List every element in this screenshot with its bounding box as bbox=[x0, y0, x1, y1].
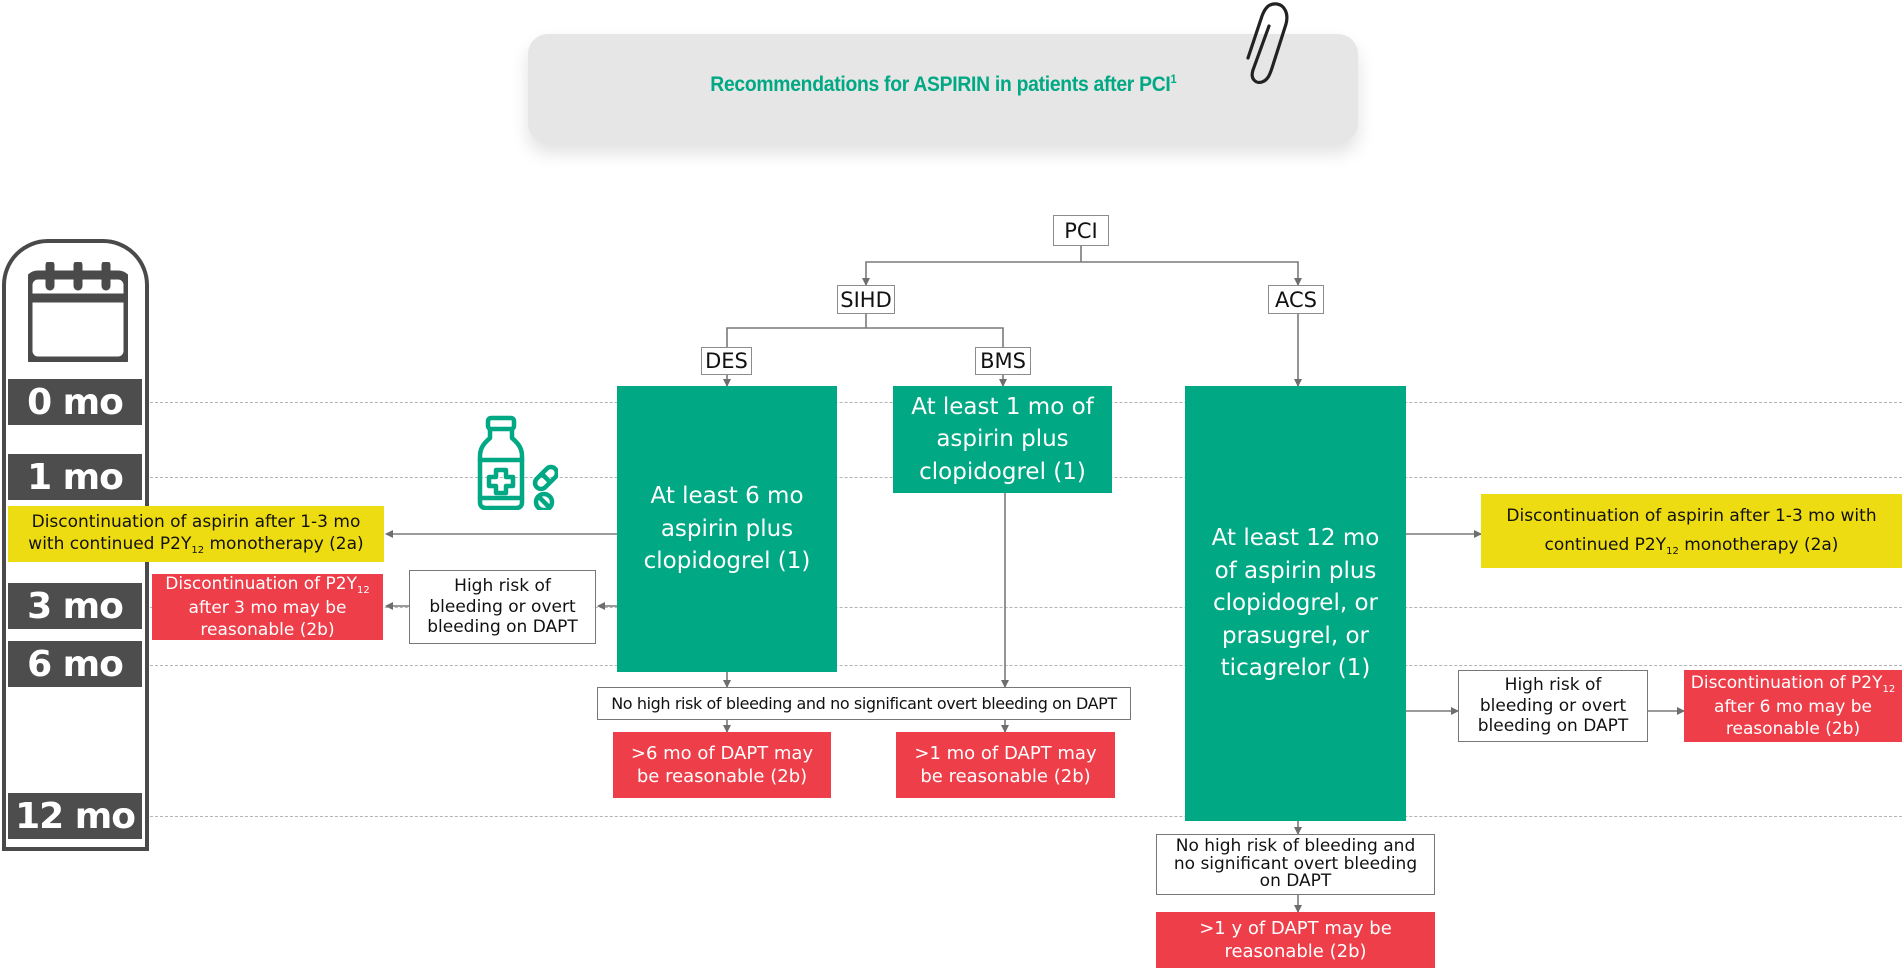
pci-to-acs bbox=[1081, 261, 1302, 286]
des-extended-dapt-text: >6 mo of DAPT may be reasonable (2b) bbox=[630, 742, 814, 787]
des-high-risk-text: High risk of bleeding or overt bleeding … bbox=[427, 576, 578, 638]
des-discontinue-p2y12-text: Discontinuation of P2Y12 after 3 mo may … bbox=[165, 573, 370, 640]
timeline-label-1mo: 1 mo bbox=[8, 454, 142, 500]
acs-extended-dapt-text: >1 y of DAPT may be reasonable (2b) bbox=[1199, 917, 1392, 962]
des-discontinue-aspirin-box: Discontinuation of aspirin after 1-3 mo … bbox=[8, 506, 384, 562]
des-discontinue-p2y12-box: Discontinuation of P2Y12 after 3 mo may … bbox=[152, 574, 383, 640]
calendar-icon bbox=[28, 262, 128, 362]
acs-no-risk-box: No high risk of bleeding and no signific… bbox=[1156, 834, 1435, 895]
sihd-to-des bbox=[726, 327, 866, 347]
guide-line-12mo bbox=[150, 816, 1902, 817]
page-title-text: Recommendations for ASPIRIN in patients … bbox=[709, 73, 1171, 96]
node-des: DES bbox=[701, 347, 752, 375]
acs-therapy-text: At least 12 mo of aspirin plus clopidogr… bbox=[1211, 524, 1380, 682]
des-discontinue-aspirin-text: Discontinuation of aspirin after 1-3 mo … bbox=[28, 511, 364, 557]
bms-therapy-box: At least 1 mo of aspirin plus clopidogre… bbox=[893, 386, 1112, 493]
des-extended-dapt-box: >6 mo of DAPT may be reasonable (2b) bbox=[613, 732, 831, 798]
bms-extended-dapt-text: >1 mo of DAPT may be reasonable (2b) bbox=[914, 742, 1097, 787]
bms-therapy-text: At least 1 mo of aspirin plus clopidogre… bbox=[911, 393, 1094, 485]
acs-extended-dapt-box: >1 y of DAPT may be reasonable (2b) bbox=[1156, 912, 1435, 968]
acs-discontinue-aspirin-box: Discontinuation of aspirin after 1-3 mo … bbox=[1481, 494, 1902, 568]
pci-to-sihd bbox=[862, 261, 1081, 286]
guide-line-6mo bbox=[150, 665, 1902, 666]
bms-extended-dapt-box: >1 mo of DAPT may be reasonable (2b) bbox=[896, 732, 1115, 798]
acs-high-risk-box: High risk of bleeding or overt bleeding … bbox=[1458, 670, 1648, 742]
acs-discontinue-aspirin-text: Discontinuation of aspirin after 1-3 mo … bbox=[1506, 506, 1877, 557]
node-sihd: SIHD bbox=[837, 285, 895, 314]
sihd-no-risk-box: No high risk of bleeding and no signific… bbox=[597, 687, 1131, 720]
paperclip-icon bbox=[1246, 2, 1289, 85]
timeline-label-12mo: 12 mo bbox=[8, 793, 142, 839]
acs-no-risk-text: No high risk of bleeding and no signific… bbox=[1173, 835, 1418, 892]
acs-therapy-box: At least 12 mo of aspirin plus clopidogr… bbox=[1185, 386, 1406, 821]
medicine-bottle-icon bbox=[477, 415, 558, 510]
footnote-ref: 1 bbox=[1170, 72, 1177, 86]
node-acs: ACS bbox=[1268, 285, 1324, 314]
header-card: Recommendations for ASPIRIN in patients … bbox=[528, 34, 1358, 143]
des-therapy-text: At least 6 mo aspirin plus clopidogrel (… bbox=[643, 483, 811, 575]
timeline-label-0mo: 0 mo bbox=[8, 379, 142, 425]
timeline-label-6mo: 6 mo bbox=[8, 641, 142, 687]
node-pci: PCI bbox=[1053, 215, 1109, 246]
des-high-risk-box: High risk of bleeding or overt bleeding … bbox=[409, 570, 596, 644]
page-title: Recommendations for ASPIRIN in patients … bbox=[710, 72, 1176, 97]
acs-high-risk-text: High risk of bleeding or overt bleeding … bbox=[1477, 675, 1629, 737]
acs-discontinue-p2y12-box: Discontinuation of P2Y12 after 6 mo may … bbox=[1684, 670, 1902, 742]
node-bms: BMS bbox=[975, 347, 1031, 375]
acs-discontinue-p2y12-text: Discontinuation of P2Y12 after 6 mo may … bbox=[1690, 672, 1896, 739]
timeline-label-3mo: 3 mo bbox=[8, 583, 142, 629]
sihd-to-bms bbox=[866, 327, 1004, 347]
guide-line-3mo bbox=[150, 607, 1902, 608]
des-therapy-box: At least 6 mo aspirin plus clopidogrel (… bbox=[617, 386, 837, 672]
